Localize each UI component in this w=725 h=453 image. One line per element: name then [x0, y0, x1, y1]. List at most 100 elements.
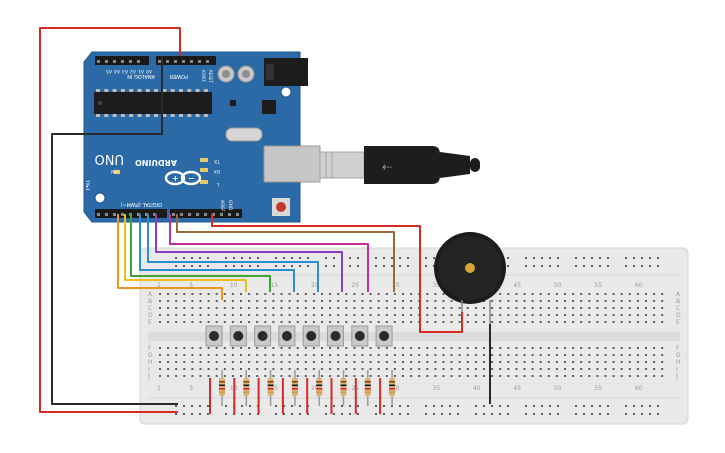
wire-blue[interactable]: [139, 214, 295, 292]
column-number: 50: [554, 385, 562, 392]
wire-green[interactable]: [130, 214, 271, 292]
wires: [39, 27, 491, 414]
wire-orange[interactable]: [117, 214, 223, 300]
rx-label: RX: [214, 168, 220, 174]
column-number: 50: [554, 282, 562, 289]
wire-red-buzzer[interactable]: [211, 214, 463, 333]
resistors: [219, 370, 396, 406]
resistor[interactable]: [243, 370, 250, 406]
row-letter: I: [148, 366, 150, 373]
wire-black-gnd[interactable]: [51, 56, 178, 405]
wire-purple[interactable]: [155, 214, 343, 292]
row-letter: B: [676, 298, 680, 305]
column-number: 45: [513, 385, 521, 392]
analog-pin-label: A4: [114, 68, 120, 74]
row-letter: G: [148, 352, 153, 359]
atmega-chip: [94, 92, 212, 114]
ioref-label: IOREF: [201, 70, 206, 83]
row-letter: J: [675, 373, 678, 380]
row-letter: B: [148, 298, 152, 305]
brand-label: ARDUINO: [135, 158, 177, 167]
resistor[interactable]: [316, 370, 323, 406]
column-number: 60: [635, 282, 643, 289]
power-header[interactable]: [156, 56, 216, 65]
column-number: 40: [473, 385, 481, 392]
txrx-label: TX▸1: [84, 179, 90, 191]
row-letter: D: [148, 312, 153, 319]
resistor[interactable]: [267, 370, 274, 406]
usb-cable[interactable]: ⇠: [319, 146, 480, 184]
pushbutton[interactable]: [278, 325, 296, 347]
digital-label: DIGITAL (PWM~): [120, 201, 162, 207]
usb-port[interactable]: [263, 145, 321, 183]
analog-label: ANALOG IN: [127, 73, 155, 79]
column-number: 20: [311, 385, 319, 392]
column-number: 5: [189, 282, 193, 289]
column-number: 60: [635, 385, 643, 392]
buzzer-hole: [465, 263, 475, 273]
power-label: POWER: [169, 73, 188, 79]
column-number: 55: [594, 282, 602, 289]
column-number: 15: [270, 385, 278, 392]
row-letter: D: [676, 312, 681, 319]
resistor[interactable]: [389, 370, 396, 406]
row-letter: J: [147, 373, 150, 380]
resistor[interactable]: [291, 370, 298, 406]
wire-blue-2[interactable]: [147, 214, 319, 292]
analog-pin-label: A2: [130, 68, 136, 74]
row-letter: E: [148, 319, 152, 326]
pushbuttons: [205, 325, 393, 347]
aref-label: AREF: [219, 200, 225, 212]
resistor[interactable]: [219, 370, 225, 406]
pushbutton[interactable]: [229, 325, 247, 347]
svg-text:+: +: [172, 174, 179, 183]
row-letter: C: [676, 305, 680, 312]
pushbutton[interactable]: [351, 325, 369, 347]
column-number: 30: [392, 385, 400, 392]
wire-yellow[interactable]: [124, 214, 247, 292]
tx-label: TX: [214, 158, 221, 164]
resistor[interactable]: [364, 370, 371, 406]
wire-red-5v[interactable]: [39, 27, 181, 413]
row-letter: A: [676, 291, 681, 298]
row-letter: C: [148, 305, 152, 312]
arduino-uno-board[interactable]: ARDUINO UNO + − ANALOG IN POWER DIGITAL …: [83, 51, 321, 223]
column-number: 35: [432, 282, 440, 289]
usb-icon: ⇠: [382, 160, 392, 174]
pushbutton[interactable]: [302, 325, 320, 347]
pushbutton[interactable]: [205, 325, 223, 347]
column-number: 20: [311, 282, 319, 289]
analog-pin-label: A1: [138, 68, 144, 74]
on-label: ON: [111, 168, 118, 174]
gnd-label: GND: [227, 200, 233, 211]
row-letter: G: [676, 352, 681, 359]
row-letter: H: [148, 359, 153, 366]
column-number: 35: [432, 385, 440, 392]
wire-brown[interactable]: [176, 214, 395, 292]
pushbutton[interactable]: [327, 325, 344, 347]
column-number: 1: [157, 385, 161, 392]
row-letter: F: [676, 345, 680, 352]
row-letter: A: [148, 291, 153, 298]
pushbutton[interactable]: [254, 325, 272, 347]
column-number: 55: [594, 385, 602, 392]
row-letter: F: [148, 345, 152, 352]
column-number: 5: [189, 385, 193, 392]
svg-text:−: −: [188, 174, 195, 183]
column-number: 45: [513, 282, 521, 289]
pushbutton[interactable]: [375, 325, 393, 347]
wire-magenta[interactable]: [169, 214, 369, 292]
analog-pin-label: A0: [146, 68, 152, 74]
resistor[interactable]: [340, 370, 347, 406]
row-letter: I: [676, 366, 678, 373]
reset-label: RESET: [208, 70, 213, 83]
column-number: 25: [351, 282, 359, 289]
piezo-buzzer[interactable]: [434, 232, 506, 324]
usb-chip: [262, 100, 276, 114]
crystal: [225, 127, 263, 142]
row-letter: E: [676, 319, 680, 326]
